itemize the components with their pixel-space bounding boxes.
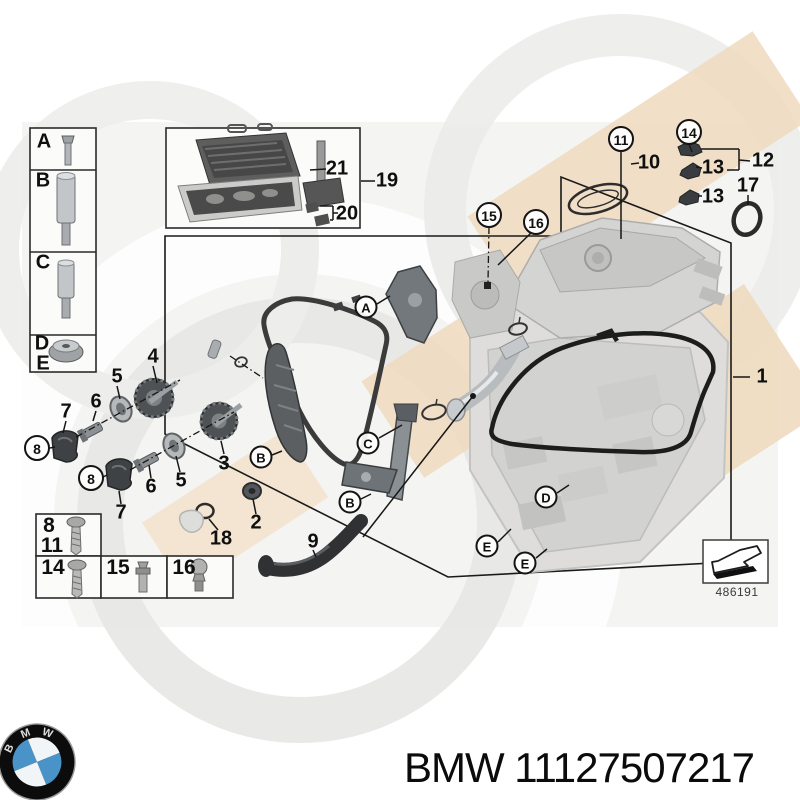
tensioner-rail <box>341 403 419 501</box>
legend-bolt-A <box>61 135 75 166</box>
screw-icon-14 <box>67 559 87 599</box>
bolt-icon-15 <box>135 561 151 593</box>
svg-text:W: W <box>40 726 54 741</box>
pipe-o-ring <box>508 316 528 336</box>
fastener-table <box>35 513 234 599</box>
tensioner-piston <box>207 339 248 368</box>
direction-arrow-shadow <box>713 566 757 579</box>
direction-arrow-icon <box>711 545 762 574</box>
coolant-pipe-9 <box>258 514 368 577</box>
ghost-plug <box>178 509 204 533</box>
chain-guide-rail <box>264 343 308 463</box>
camshaft-gear-3 <box>199 401 243 441</box>
bracket-7a <box>51 430 79 463</box>
timing-chain <box>261 296 390 468</box>
special-tool-box <box>165 123 361 229</box>
leader-dot <box>470 393 476 399</box>
camshaft-gear-4 <box>133 377 179 419</box>
legend-stud-C <box>57 259 75 319</box>
sheet-number: 486191 <box>715 585 759 599</box>
bmw-logo: B M W <box>0 723 76 800</box>
tool-blocks-20 <box>305 201 330 227</box>
valve-cover <box>504 217 726 339</box>
axis-lines <box>75 226 490 471</box>
profile-gasket-10 <box>567 182 629 216</box>
crankshaft-seal-17 <box>731 201 763 237</box>
turbocharger <box>451 249 521 339</box>
footer-part-number: BMW 11127507217 <box>404 744 755 791</box>
ball-stud-icon-16 <box>190 558 208 592</box>
bmw-roundel-quadrants <box>11 736 63 788</box>
screw-icon-8-11 <box>66 516 86 556</box>
tool-21 <box>302 140 345 209</box>
svg-text:M: M <box>19 726 32 741</box>
kit-boundary-outline <box>164 175 732 578</box>
left-legend-box <box>29 127 97 373</box>
bracket-7b <box>105 458 133 491</box>
gasket-notch <box>596 328 619 343</box>
shaft-seal-2-bore <box>248 488 256 494</box>
leader-end-marker <box>484 282 491 289</box>
screw-6a <box>76 421 103 443</box>
vanos-bracket <box>385 265 438 344</box>
leader-lines <box>49 143 751 559</box>
small-o-ring <box>421 398 447 421</box>
tool-case <box>177 123 303 223</box>
legend-stud-B <box>56 172 76 246</box>
chain-link <box>332 301 344 312</box>
cylinder-head-gasket <box>489 331 716 455</box>
legend-plug-DE <box>48 339 84 363</box>
direction-arrow-box <box>702 539 769 584</box>
